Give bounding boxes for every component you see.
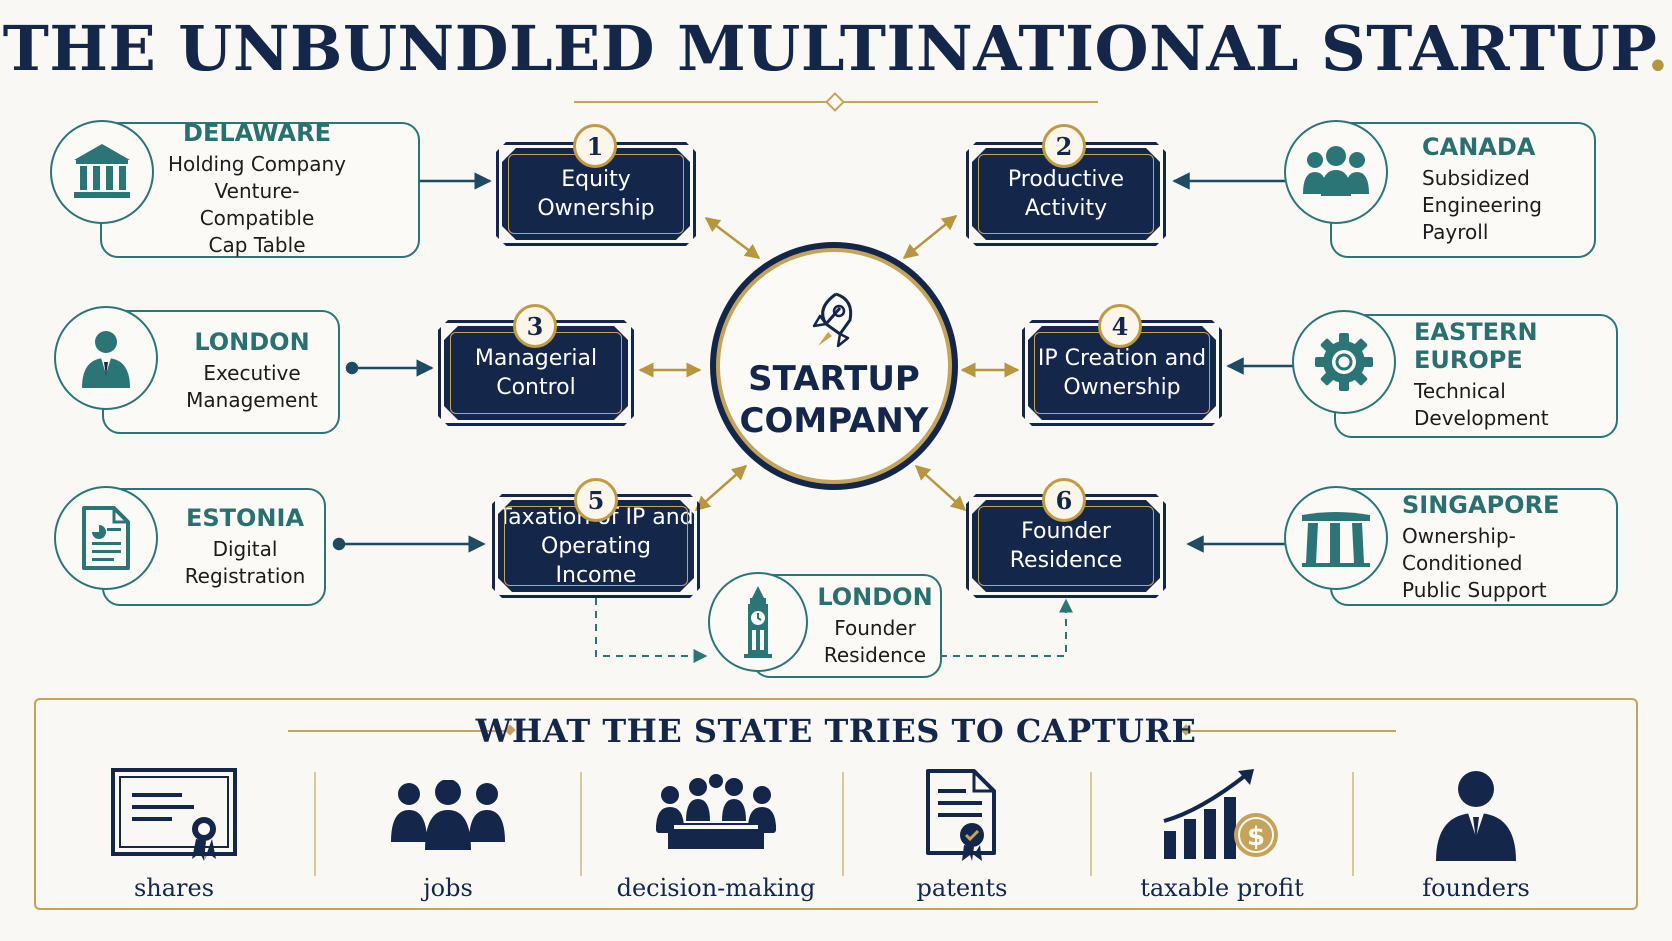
function-number-badge: 5 <box>574 478 618 522</box>
location-detail: Management <box>186 388 318 412</box>
function-number-badge: 1 <box>573 124 617 168</box>
divider <box>842 772 844 876</box>
location-detail: Holding Company <box>168 152 346 176</box>
executive-icon <box>54 306 158 410</box>
hub-label-line2: COMPANY <box>739 401 929 441</box>
location-card-canada: CANADA Subsidized Engineering Payroll <box>1284 120 1596 258</box>
location-name: LONDON <box>817 583 933 611</box>
big-ben-icon <box>708 572 808 672</box>
location-detail: Subsidized <box>1422 165 1530 190</box>
function-label: Productive <box>1007 167 1125 192</box>
people-icon <box>338 760 558 870</box>
bank-icon <box>50 120 154 224</box>
location-card-frame <box>100 122 420 258</box>
hub-label-line1: STARTUP <box>748 359 920 399</box>
function-label: Activity <box>1024 196 1108 221</box>
location-detail: Digital <box>212 537 278 561</box>
function-label: Ownership <box>1063 375 1181 400</box>
page-title: THE UNBUNDLED MULTINATIONAL STARTUP. <box>2 12 1670 85</box>
location-detail: Venture-Compatible <box>199 179 315 230</box>
capture-label: taxable profit <box>1140 874 1304 902</box>
location-card-estonia: ESTONIA Digital Registration <box>54 486 326 622</box>
divider <box>1352 772 1354 876</box>
location-name: LONDON <box>194 328 310 356</box>
center-arrows <box>638 215 1020 512</box>
capture-item-decision-making: decision-making <box>606 760 826 902</box>
capture-label: decision-making <box>616 874 816 902</box>
divider <box>1090 772 1092 876</box>
rocket-icon <box>812 292 853 348</box>
location-detail: Public Support <box>1402 577 1547 602</box>
function-number-badge: 3 <box>513 304 557 348</box>
location-detail: Registration <box>184 564 306 588</box>
location-detail: Residence <box>823 643 927 667</box>
function-label: Founder <box>1021 519 1111 544</box>
dashed-route <box>595 598 1073 663</box>
location-detail: Executive <box>203 361 301 385</box>
location-detail: Ownership-Conditioned <box>1402 523 1523 575</box>
location-detail: Technical <box>1414 379 1506 403</box>
capture-item-patents: patents <box>852 760 1072 902</box>
location-detail: Cap Table <box>208 233 306 257</box>
capture-panel-title: WHAT THE STATE TRIES TO CAPTURE <box>475 712 1197 750</box>
panel-title-rule-left <box>288 730 510 732</box>
capture-panel <box>34 698 1638 910</box>
location-card-delaware: DELAWARE Holding Company Venture-Compati… <box>50 119 420 258</box>
location-card-london-founder: LONDON Founder Residence <box>708 572 942 708</box>
location-name: ESTONIA <box>185 504 305 532</box>
location-card-eastern-europe: EASTERN EUROPE Technical Development <box>1292 310 1620 446</box>
startup-company-hub: STARTUP COMPANY <box>710 242 958 490</box>
certificate-icon <box>64 760 284 870</box>
capture-item-shares: shares <box>64 760 284 902</box>
location-name: SINGAPORE <box>1402 490 1560 519</box>
capture-label: shares <box>133 874 215 902</box>
location-card-london-executive: LONDON Executive Management <box>54 306 340 442</box>
function-label: Ownership <box>537 196 655 221</box>
svg-text:$: $ <box>1247 822 1265 852</box>
arrow-center-1 <box>704 217 761 259</box>
function-label: Residence <box>1009 548 1123 573</box>
arrow-center-6 <box>914 464 967 512</box>
function-label: Control <box>496 375 576 400</box>
location-name: CANADA <box>1422 132 1536 161</box>
divider <box>314 772 316 876</box>
location-detail: Engineering <box>1422 192 1542 217</box>
marina-bay-icon <box>1284 486 1388 590</box>
capture-item-founders: founders <box>1366 760 1586 902</box>
function-number-badge: 4 <box>1098 304 1142 348</box>
capture-label: patents <box>916 874 1008 902</box>
document-icon <box>54 486 158 590</box>
profit-chart-icon: $ <box>1112 760 1332 870</box>
function-label: Managerial <box>474 346 598 371</box>
gear-icon <box>1292 310 1396 414</box>
panel-title-rule-right <box>1186 730 1396 732</box>
divider <box>580 772 582 876</box>
capture-item-taxable-profit: $ taxable profit <box>1112 760 1332 902</box>
location-name: DELAWARE <box>183 119 331 147</box>
founder-icon <box>1366 760 1586 870</box>
team-icon <box>1284 120 1388 224</box>
location-card-singapore: SINGAPORE Ownership-Conditioned Public S… <box>1284 486 1618 622</box>
function-label: Equity <box>561 167 631 192</box>
patent-icon <box>852 760 1072 870</box>
location-detail: Founder <box>834 616 916 640</box>
location-detail: Payroll <box>1422 219 1489 244</box>
meeting-icon <box>606 760 826 870</box>
location-name: EASTERN EUROPE <box>1414 318 1538 374</box>
capture-label: jobs <box>423 874 473 902</box>
arrow-center-2 <box>902 215 958 259</box>
function-label: Operating Income <box>541 533 651 588</box>
location-detail: Development <box>1414 406 1549 430</box>
function-number-badge: 6 <box>1042 478 1086 522</box>
capture-item-jobs: jobs <box>338 760 558 902</box>
capture-label: founders <box>1422 874 1530 902</box>
arrow-center-5 <box>694 465 748 511</box>
function-label: IP Creation and <box>1037 346 1207 371</box>
function-number-badge: 2 <box>1042 124 1086 168</box>
